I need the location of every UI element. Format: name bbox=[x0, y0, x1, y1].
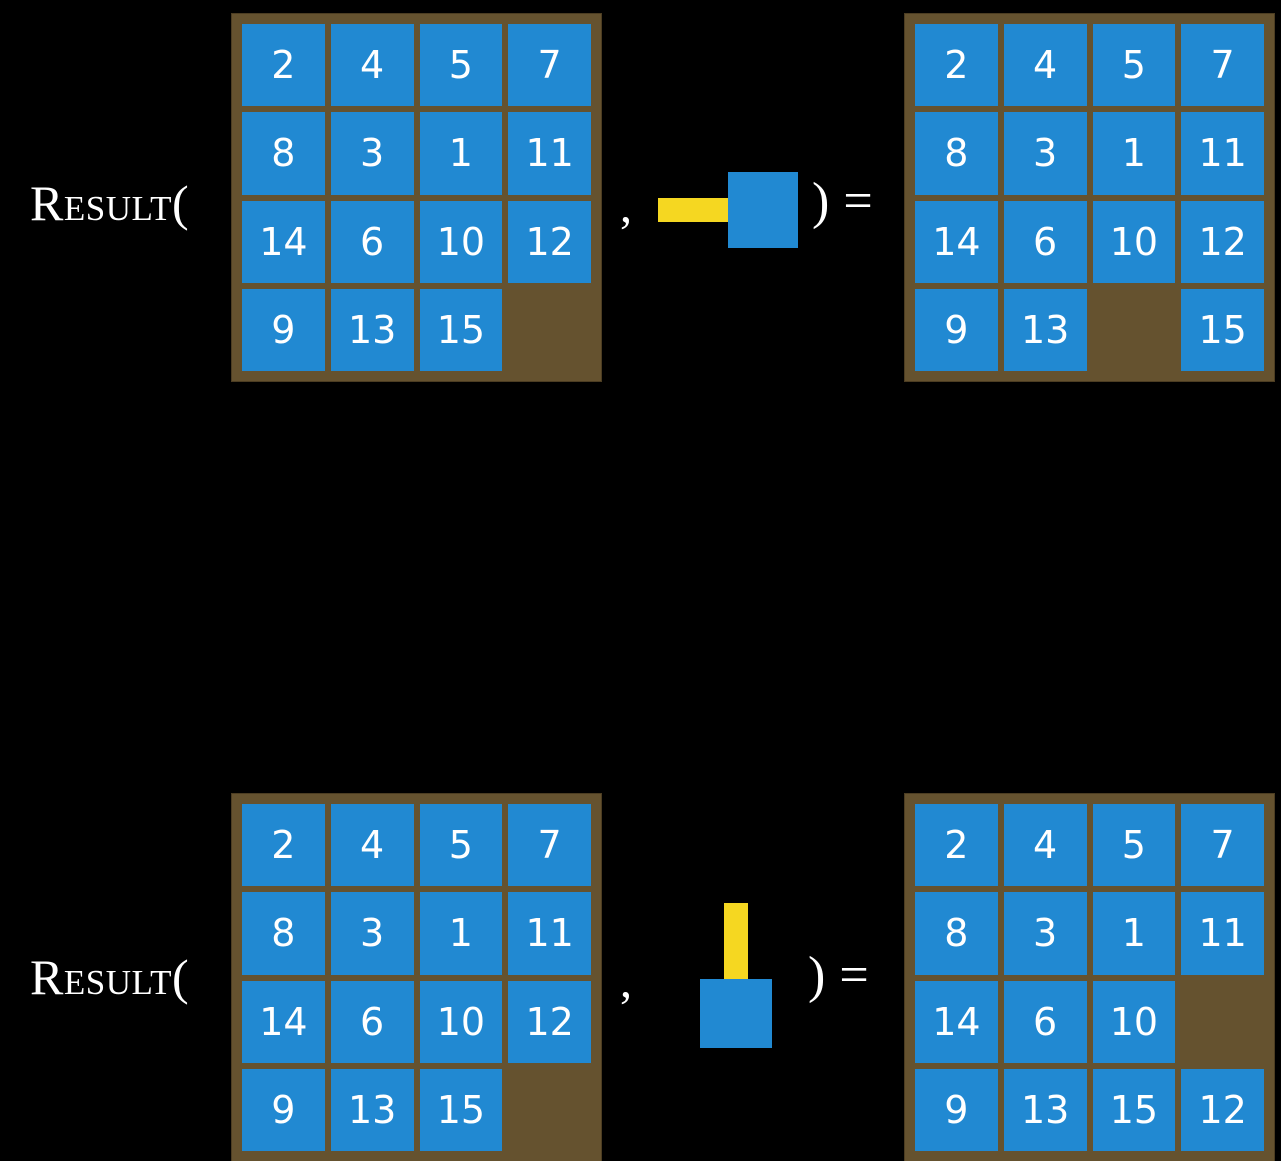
tile[interactable]: 8 bbox=[242, 112, 325, 195]
tile[interactable]: 13 bbox=[330, 1068, 414, 1151]
tile[interactable]: 3 bbox=[1003, 112, 1087, 195]
tile[interactable]: 6 bbox=[330, 980, 414, 1063]
tile[interactable]: 14 bbox=[915, 200, 998, 283]
puzzle-grid: 2 4 5 7 8 3 1 11 14 6 10 12 9 13 15 bbox=[242, 24, 591, 371]
tile[interactable]: 2 bbox=[242, 804, 325, 887]
tile[interactable]: 4 bbox=[1003, 804, 1087, 887]
empty-slot[interactable] bbox=[1181, 981, 1264, 1063]
tile[interactable]: 10 bbox=[419, 200, 503, 283]
tile[interactable]: 1 bbox=[1092, 112, 1176, 195]
tile[interactable]: 12 bbox=[1181, 200, 1264, 283]
tile[interactable]: 9 bbox=[915, 1068, 998, 1151]
tile[interactable]: 3 bbox=[330, 112, 414, 195]
tile[interactable]: 6 bbox=[1003, 200, 1087, 283]
tile[interactable]: 5 bbox=[1092, 24, 1176, 107]
tile[interactable]: 2 bbox=[915, 24, 998, 107]
tile[interactable]: 10 bbox=[1092, 200, 1176, 283]
tile[interactable]: 11 bbox=[1181, 112, 1264, 195]
tile[interactable]: 11 bbox=[508, 112, 591, 195]
tile[interactable]: 4 bbox=[330, 24, 414, 107]
tile[interactable]: 7 bbox=[1181, 804, 1264, 887]
tile[interactable]: 9 bbox=[915, 288, 998, 371]
result-function-label-row-1: Result( bbox=[30, 175, 190, 231]
moving-tile[interactable] bbox=[728, 172, 798, 248]
tile[interactable]: 13 bbox=[1003, 1068, 1087, 1151]
input-board-row-2: 2 4 5 7 8 3 1 11 14 6 10 12 9 13 15 bbox=[232, 794, 601, 1161]
tile[interactable]: 13 bbox=[330, 288, 414, 371]
equation-row-2: Result( 2 4 5 7 8 3 1 11 14 6 10 12 9 13… bbox=[0, 390, 1281, 1161]
close-paren: ) bbox=[808, 947, 826, 1004]
move-argument-row-2 bbox=[690, 895, 810, 1065]
input-board-row-1: 2 4 5 7 8 3 1 11 14 6 10 12 9 13 15 bbox=[232, 14, 601, 381]
tile[interactable]: 2 bbox=[915, 804, 998, 887]
tile[interactable]: 8 bbox=[242, 892, 325, 975]
tile[interactable]: 9 bbox=[242, 1068, 325, 1151]
tile[interactable]: 6 bbox=[1003, 980, 1087, 1063]
tile[interactable]: 15 bbox=[419, 1068, 503, 1151]
output-board-row-1: 2 4 5 7 8 3 1 11 14 6 10 12 9 13 15 bbox=[905, 14, 1274, 381]
tile[interactable]: 10 bbox=[1092, 980, 1176, 1063]
tile[interactable]: 8 bbox=[915, 112, 998, 195]
tile[interactable]: 3 bbox=[330, 892, 414, 975]
tile[interactable]: 7 bbox=[508, 804, 591, 887]
tile[interactable]: 7 bbox=[1181, 24, 1264, 107]
tile[interactable]: 15 bbox=[1181, 288, 1264, 371]
argument-separator-comma: , bbox=[620, 955, 632, 1008]
tile[interactable]: 1 bbox=[1092, 892, 1176, 975]
puzzle-grid: 2 4 5 7 8 3 1 11 14 6 10 9 13 15 12 bbox=[915, 804, 1264, 1151]
argument-separator-comma: , bbox=[620, 180, 632, 233]
equals-sign: = bbox=[843, 173, 873, 230]
equals-sign: = bbox=[839, 947, 869, 1004]
close-paren-equals-row-2: )= bbox=[808, 950, 869, 1002]
tile[interactable]: 14 bbox=[242, 200, 325, 283]
tile[interactable]: 12 bbox=[508, 200, 591, 283]
tile[interactable]: 12 bbox=[508, 980, 591, 1063]
tile[interactable]: 5 bbox=[1092, 804, 1176, 887]
result-function-label-row-2: Result( bbox=[30, 949, 190, 1005]
output-board-row-2: 2 4 5 7 8 3 1 11 14 6 10 9 13 15 12 bbox=[905, 794, 1274, 1161]
tile[interactable]: 1 bbox=[419, 892, 503, 975]
tile[interactable]: 4 bbox=[1003, 24, 1087, 107]
tile[interactable]: 7 bbox=[508, 24, 591, 107]
empty-slot[interactable] bbox=[1093, 289, 1176, 371]
tile[interactable]: 11 bbox=[508, 892, 591, 975]
tile[interactable]: 14 bbox=[915, 980, 998, 1063]
tile[interactable]: 11 bbox=[1181, 892, 1264, 975]
equation-row-1: Result( 2 4 5 7 8 3 1 11 14 6 10 12 9 13… bbox=[0, 0, 1281, 390]
tile[interactable]: 12 bbox=[1181, 1068, 1264, 1151]
close-paren-equals-row-1: )= bbox=[812, 176, 873, 228]
tile[interactable]: 15 bbox=[1092, 1068, 1176, 1151]
tile[interactable]: 9 bbox=[242, 288, 325, 371]
tile[interactable]: 13 bbox=[1003, 288, 1087, 371]
tile[interactable]: 8 bbox=[915, 892, 998, 975]
move-argument-row-1 bbox=[650, 160, 810, 260]
tile[interactable]: 3 bbox=[1003, 892, 1087, 975]
tile[interactable]: 5 bbox=[419, 804, 503, 887]
tile[interactable]: 6 bbox=[330, 200, 414, 283]
tile[interactable]: 4 bbox=[330, 804, 414, 887]
empty-slot[interactable] bbox=[508, 289, 591, 371]
moving-tile[interactable] bbox=[700, 979, 772, 1048]
empty-slot[interactable] bbox=[508, 1069, 591, 1151]
puzzle-grid: 2 4 5 7 8 3 1 11 14 6 10 12 9 13 15 bbox=[242, 804, 591, 1151]
tile[interactable]: 2 bbox=[242, 24, 325, 107]
close-paren: ) bbox=[812, 173, 830, 230]
tile[interactable]: 10 bbox=[419, 980, 503, 1063]
tile[interactable]: 14 bbox=[242, 980, 325, 1063]
puzzle-grid: 2 4 5 7 8 3 1 11 14 6 10 12 9 13 15 bbox=[915, 24, 1264, 371]
tile[interactable]: 1 bbox=[419, 112, 503, 195]
tile[interactable]: 5 bbox=[419, 24, 503, 107]
tile[interactable]: 15 bbox=[419, 288, 503, 371]
